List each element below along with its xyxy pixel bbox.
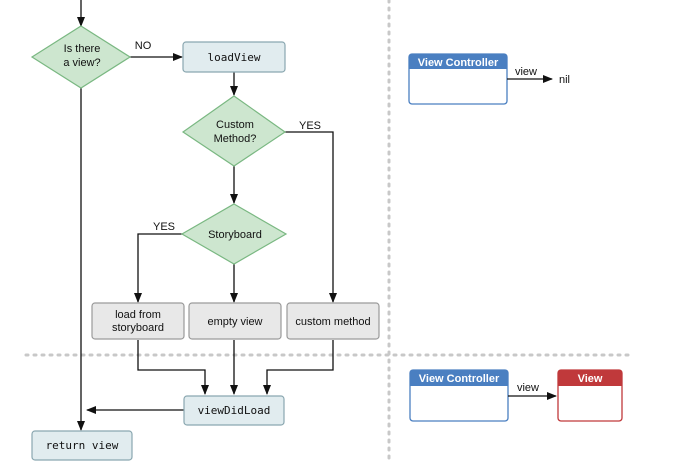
decision-is-there-view-line1: Is there [64,43,101,55]
load-from-storyboard-line1: load from [115,309,161,321]
view-did-load-box [183,395,285,426]
load-from-storyboard-line2: storyboard [112,322,164,334]
bottom-controller-header [410,370,508,386]
load-view-label: loadView [208,51,261,64]
top-controller-title: View Controller [418,57,499,69]
decision-custom-method-line2: Method? [214,133,257,145]
custom-method-box [286,302,380,340]
custom-method-arrow [263,340,334,395]
empty-view-box [188,302,282,340]
decision-custom-method-line1: Custom [216,119,254,131]
top-view-label: view [515,66,537,78]
decision-is-there-view-line2: a view? [63,57,100,69]
decision-storyboard-label: Storyboard [208,229,262,241]
custom-yes-arrow [285,131,337,303]
view-did-load-label: viewDidLoad [198,404,271,417]
bottom-view-label: view [517,382,539,394]
top-nil-label: nil [559,74,570,86]
no-label: NO [135,40,152,52]
load-from-storyboard-box [91,302,185,340]
state-top: View Controller view nil [408,53,570,105]
connectors [77,0,337,431]
custom-method-label: custom method [295,316,370,328]
load-view-box [182,41,286,73]
view-object-title: View [578,373,603,385]
yes-storyboard-label: YES [153,221,175,233]
empty-view-label: empty view [207,316,262,328]
return-view-label: return view [46,439,119,452]
storyboard-yes-arrow [134,233,186,303]
top-controller-header [409,54,507,69]
state-bottom: View Controller view View [409,369,623,422]
decision-storyboard [180,203,288,265]
bottom-controller-title: View Controller [419,373,500,385]
decision-custom-method [181,95,287,167]
return-view-box [31,430,133,461]
decision-is-there-view [30,25,132,89]
yes-custom-label: YES [299,120,321,132]
view-object-header [558,370,622,386]
storyboard-load-arrow [137,340,209,395]
